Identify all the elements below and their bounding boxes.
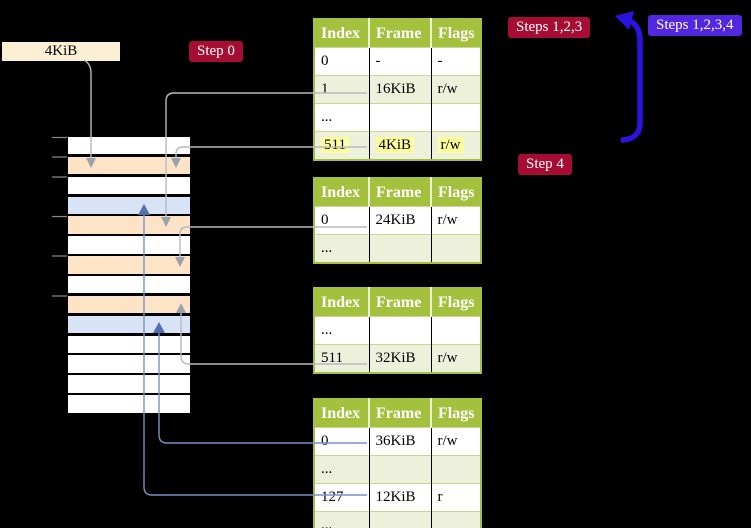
- index-cell: 0: [314, 206, 370, 235]
- table-row: 511 4KiB r/w: [314, 131, 482, 160]
- flags-cell: r/w: [431, 427, 482, 456]
- index-cell: ...: [314, 103, 370, 132]
- frame-cell: 16KiB: [369, 75, 432, 104]
- memory-frame-row-13: [68, 395, 190, 413]
- column-header-frame: Frame: [369, 288, 432, 317]
- frame-cell: [369, 455, 432, 484]
- frame-cell: 4KiB: [369, 131, 432, 160]
- index-cell: ...: [314, 316, 370, 345]
- flags-cell: [431, 455, 482, 484]
- table-row: ...: [314, 316, 482, 345]
- badge-steps-1-2-3-4: Steps 1,2,3,4: [648, 15, 742, 36]
- table-row: 0--: [314, 47, 482, 76]
- column-header-flags: Flags: [431, 399, 482, 428]
- table-row: ...: [314, 234, 482, 263]
- column-header-frame: Frame: [369, 178, 432, 207]
- badge-step-0: Step 0: [189, 41, 243, 62]
- physical-memory-column: [68, 137, 190, 415]
- memory-frame-row-11: [68, 355, 190, 373]
- memory-frame-row-8: [68, 295, 190, 314]
- flags-cell: r/w: [431, 131, 482, 160]
- memory-frame-row-6: [68, 256, 190, 274]
- flags-cell: r: [431, 483, 482, 512]
- frame-cell: [369, 103, 432, 132]
- flags-cell: [431, 234, 482, 263]
- memory-frame-row-10: [68, 335, 190, 354]
- index-cell: 511: [314, 344, 370, 373]
- index-cell: ...: [314, 455, 370, 484]
- flags-cell: [431, 316, 482, 345]
- table-row: ...: [314, 511, 482, 528]
- frame-cell: [369, 234, 432, 263]
- table-row: ...: [314, 103, 482, 132]
- column-header-frame: Frame: [369, 399, 432, 428]
- memory-frame-row-3: [68, 196, 190, 215]
- flags-cell: r/w: [431, 344, 482, 373]
- memory-frame-row-4: [68, 216, 190, 234]
- column-header-index: Index: [314, 288, 370, 317]
- column-header-index: Index: [314, 178, 370, 207]
- table-row: ...: [314, 455, 482, 484]
- memory-frame-row-0: [68, 137, 190, 155]
- badge-step-4: Step 4: [518, 154, 572, 175]
- column-header-flags: Flags: [431, 19, 482, 48]
- highlighted-value: 4KiB: [375, 137, 415, 153]
- memory-frame-row-1: [68, 156, 190, 175]
- flags-cell: [431, 511, 482, 528]
- memory-frame-row-12: [68, 375, 190, 393]
- memory-frame-row-5: [68, 236, 190, 254]
- frame-cell: [369, 511, 432, 528]
- frame-cell: -: [369, 47, 432, 76]
- index-cell: 0: [314, 47, 370, 76]
- frame-size-label: 4KiB: [2, 42, 120, 61]
- highlighted-value: 511: [321, 137, 349, 153]
- index-cell: ...: [314, 511, 370, 528]
- index-cell: ...: [314, 234, 370, 263]
- frame-cell: 36KiB: [369, 427, 432, 456]
- column-header-index: Index: [314, 19, 370, 48]
- column-header-frame: Frame: [369, 19, 432, 48]
- index-cell: 0: [314, 427, 370, 456]
- column-header-flags: Flags: [431, 178, 482, 207]
- memory-frame-row-7: [68, 276, 190, 294]
- memory-frame-row-9: [68, 315, 190, 334]
- frame-cell: 32KiB: [369, 344, 432, 373]
- recursive-loop-arrow: [620, 18, 643, 143]
- recursive-loop-arrowhead: [615, 11, 634, 30]
- highlighted-value: r/w: [437, 137, 464, 153]
- flags-cell: r/w: [431, 75, 482, 104]
- frame-cell: 24KiB: [369, 206, 432, 235]
- frame-cell: [369, 316, 432, 345]
- flags-cell: r/w: [431, 206, 482, 235]
- column-header-flags: Flags: [431, 288, 482, 317]
- index-cell: 511: [314, 131, 370, 160]
- badge-steps-1-2-3: Steps 1,2,3: [508, 17, 591, 38]
- index-cell: 127: [314, 483, 370, 512]
- memory-address-ticks: [52, 136, 67, 297]
- memory-frame-row-2: [68, 176, 190, 195]
- frame-cell: 12KiB: [369, 483, 432, 512]
- flags-cell: [431, 103, 482, 132]
- index-cell: 1: [314, 75, 370, 104]
- flags-cell: -: [431, 47, 482, 76]
- column-header-index: Index: [314, 399, 370, 428]
